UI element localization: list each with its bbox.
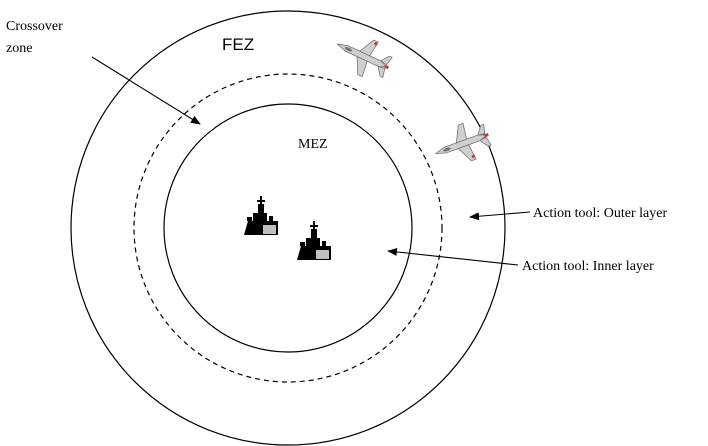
aircraft-icon [336,39,393,78]
outer-layer-label: Action tool: Outer layer [533,206,667,221]
mez-label: MEZ [298,137,328,152]
outer-layer-arrow [469,211,531,221]
crossover-arrow [91,56,201,125]
fez-outer-circle [70,10,506,446]
crossover-zone-dashed-circle [133,73,443,383]
mez-inner-circle [163,103,413,353]
inner-layer-label: Action tool: Inner layer [522,259,654,274]
crossover-label-line1: Crossover [6,19,63,34]
aircraft-icon [434,122,492,162]
fez-label: FEZ [222,35,254,54]
crossover-label-line2: zone [6,41,32,56]
ship-icon [297,221,331,260]
inner-layer-arrow [387,247,519,266]
ship-icon [244,196,278,235]
